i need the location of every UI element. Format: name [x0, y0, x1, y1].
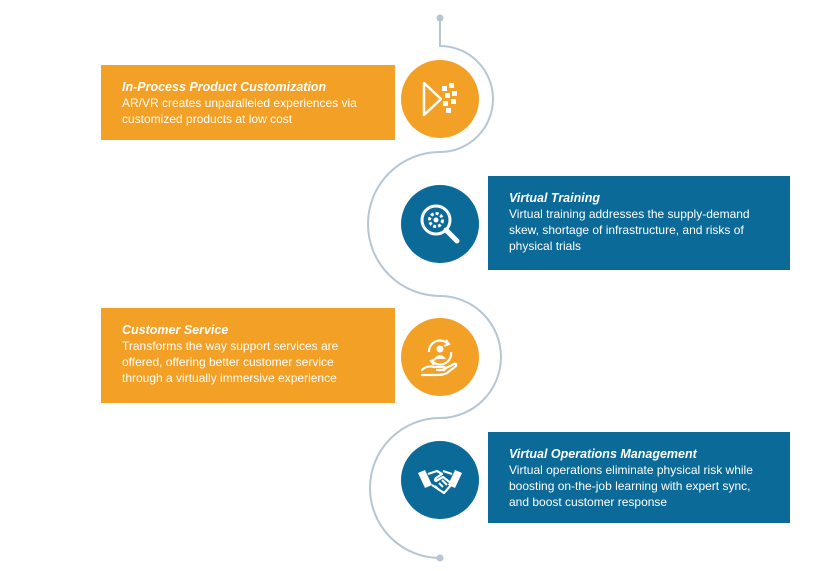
card-title: Customer Service [122, 323, 229, 337]
desc-line: offered, offering better customer servic… [122, 355, 334, 369]
desc-line: boosting on-the-job learning with expert… [509, 479, 751, 493]
card-title: Virtual Operations Management [509, 447, 697, 461]
handshake-icon [418, 469, 462, 495]
node-virtual-training [401, 185, 479, 263]
timeline-start-dot [436, 14, 444, 22]
card-virtual-training: Virtual Training Virtual training addres… [488, 176, 790, 270]
card-description: Virtual operations eliminate physical ri… [509, 462, 774, 510]
card-description: Transforms the way support services are … [122, 338, 379, 386]
node-virtual-operations [401, 441, 479, 519]
timeline-end-dot [436, 554, 444, 562]
desc-line: customized products at low cost [122, 112, 293, 126]
card-title: In-Process Product Customization [122, 80, 327, 94]
card-virtual-operations: Virtual Operations Management Virtual op… [488, 432, 790, 523]
card-title: Virtual Training [509, 191, 600, 205]
desc-line: through a virtually immersive experience [122, 371, 337, 385]
desc-line: physical trials [509, 239, 582, 253]
desc-line: Virtual operations eliminate physical ri… [509, 463, 753, 477]
desc-line: AR/VR creates unparalleled experiences v… [122, 96, 357, 110]
desc-line: skew, shortage of infrastructure, and ri… [509, 223, 744, 237]
desc-line: Virtual training addresses the supply-de… [509, 207, 750, 221]
card-customer-service: Customer Service Transforms the way supp… [101, 308, 395, 403]
node-customer-service [401, 318, 479, 396]
desc-line: Transforms the way support services are [122, 339, 339, 353]
gear-search-icon [420, 204, 460, 244]
card-description: AR/VR creates unparalleled experiences v… [122, 95, 379, 127]
product-customization-icon [422, 81, 457, 117]
card-product-customization: In-Process Product Customization AR/VR c… [101, 65, 395, 140]
card-description: Virtual training addresses the supply-de… [509, 206, 774, 254]
node-product-customization [401, 60, 479, 138]
desc-line: and boost customer response [509, 495, 668, 509]
customer-hand-icon [420, 339, 458, 377]
